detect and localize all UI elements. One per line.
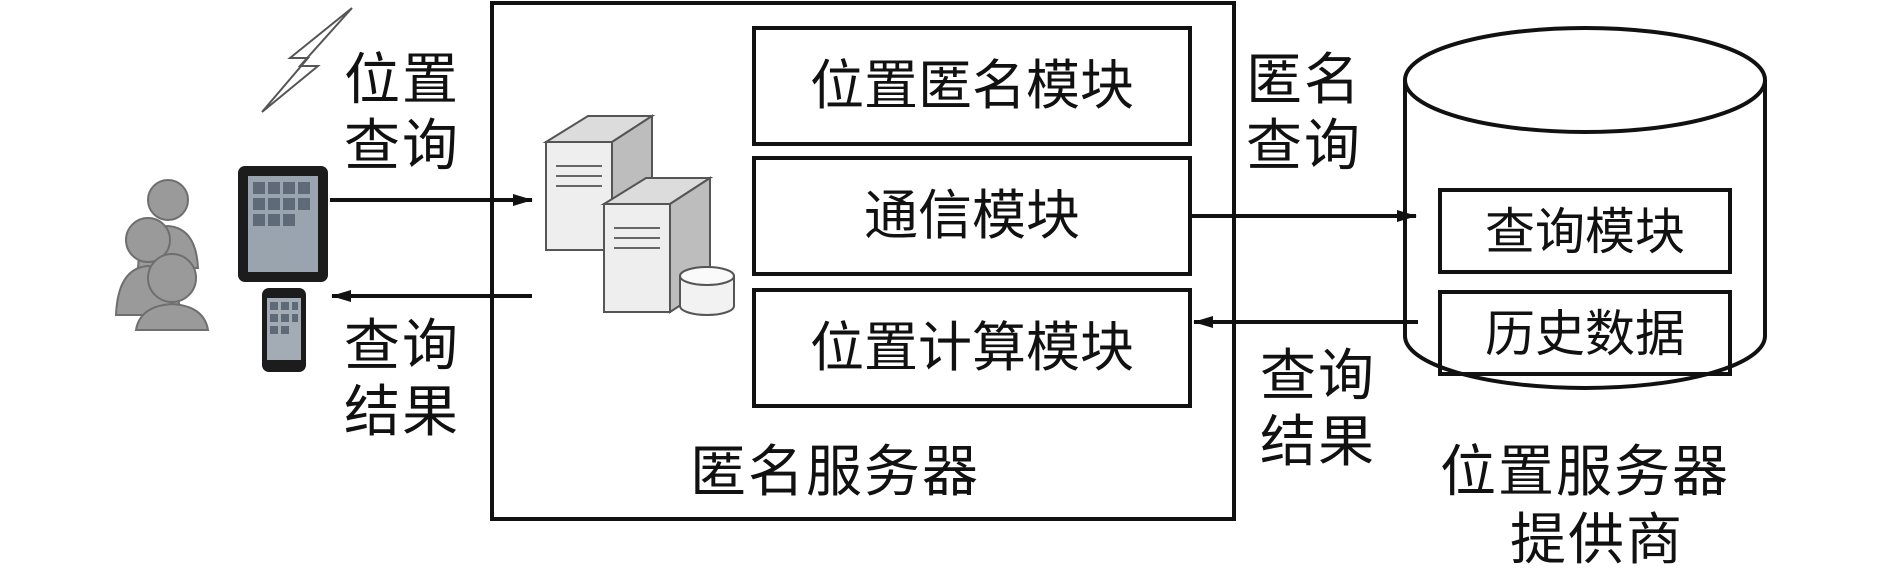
user-query-result-label: 查询结果: [344, 314, 460, 445]
location-computation-module-box: [752, 288, 1192, 408]
location-provider-title-line1: 位置服务器: [1440, 440, 1730, 505]
history-data-label: 历史数据: [1485, 305, 1685, 363]
location-provider-title-line2: 提供商: [1510, 508, 1684, 573]
tablet-icon: [238, 166, 328, 282]
location-computation-module-label: 位置计算模块: [810, 316, 1134, 379]
provider-query-result-label: 查询结果: [1260, 344, 1376, 475]
smartphone-icon: [262, 288, 306, 372]
query-module-label: 查询模块: [1485, 203, 1685, 261]
query-module-box: [1438, 188, 1732, 274]
wireless-signal-icon: [261, 7, 353, 113]
location-anonymization-module-label: 位置匿名模块: [810, 54, 1134, 117]
anonymous-server-box: [490, 1, 1236, 521]
communication-module-label: 通信模块: [864, 184, 1080, 247]
location-query-label: 位置查询: [344, 48, 460, 179]
server-machines-icon: [542, 114, 735, 316]
anonymous-server-title: 匿名服务器: [690, 440, 980, 505]
location-provider-database: [1403, 26, 1767, 390]
history-data-box: [1438, 290, 1732, 376]
communication-module-box: [752, 156, 1192, 276]
anonymous-query-label: 匿名查询: [1246, 48, 1362, 179]
users-icon: [114, 179, 210, 331]
location-anonymization-module-box: [752, 26, 1192, 146]
